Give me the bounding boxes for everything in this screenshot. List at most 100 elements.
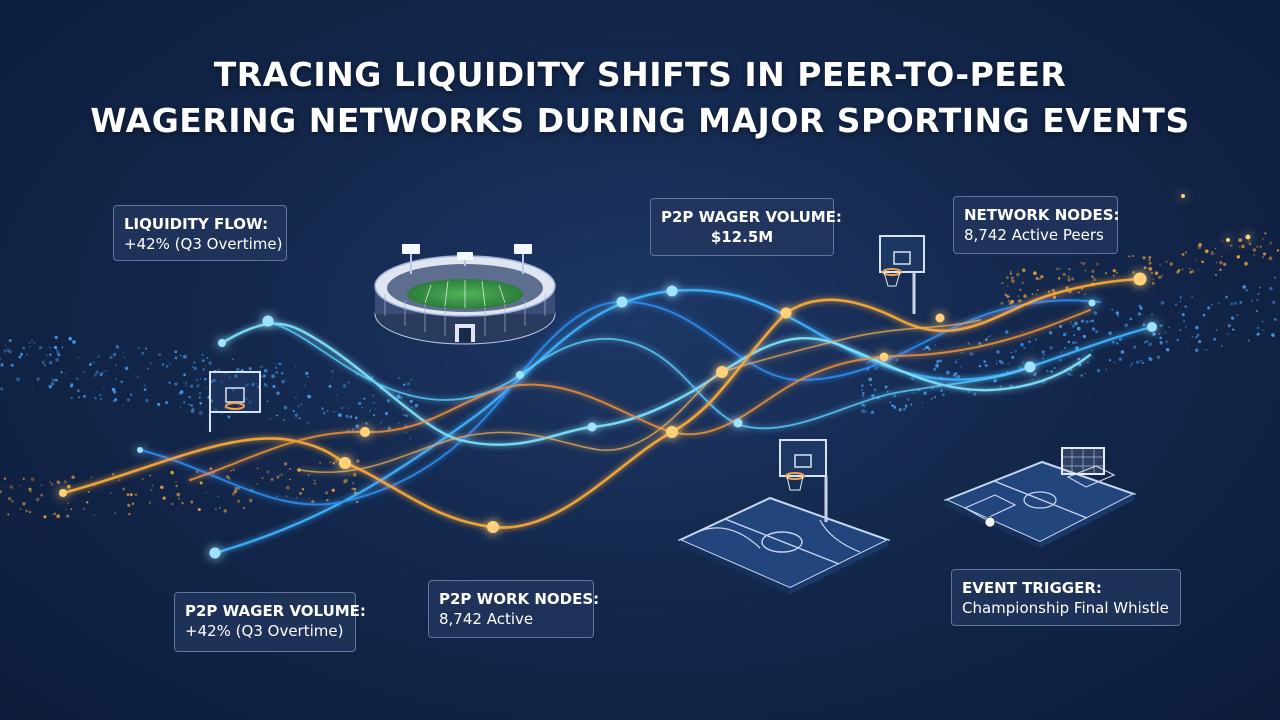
particle-dot (1177, 269, 1181, 272)
particle-dot (227, 415, 231, 419)
particle-dot (1010, 270, 1012, 273)
particle-dot (307, 375, 309, 378)
particle-dot (978, 365, 982, 368)
particle-dot (1143, 266, 1147, 270)
particle-dot (1091, 319, 1094, 323)
particle-dot (1067, 372, 1071, 376)
particle-dot (97, 355, 100, 358)
particle-dot (0, 358, 2, 361)
particle-dot (1248, 242, 1252, 246)
particle-dot (248, 498, 253, 502)
particle-dot (1068, 279, 1071, 282)
particle-dot (365, 422, 368, 425)
particle-dot (1219, 268, 1222, 271)
particle-dot (311, 500, 315, 504)
particle-dot (297, 468, 301, 472)
particle-dot (204, 377, 207, 381)
work-nodes-label: P2P WORK NODES: (439, 590, 600, 608)
particle-dot (126, 398, 130, 402)
particle-dot (1215, 261, 1218, 264)
particle-dot (1213, 253, 1215, 255)
particle-dot (46, 354, 49, 357)
particle-dot (932, 367, 937, 372)
particle-dot (183, 401, 186, 404)
particle-dot (1181, 252, 1185, 256)
particle-dot (1270, 241, 1272, 244)
particle-dot (0, 490, 2, 494)
particle-dot (1233, 301, 1237, 305)
liquidity-flow-value: +42% (Q3 Overtime) (124, 235, 283, 253)
basketball-hoop-icon (209, 371, 261, 432)
particle-dot (410, 378, 412, 381)
particle-dot (1111, 308, 1113, 311)
particle-dot (149, 474, 152, 477)
flow-line-cyan-1 (220, 322, 1092, 446)
particle-dot (345, 414, 349, 418)
particle-dot (1159, 264, 1161, 266)
particle-dot (402, 413, 405, 417)
particle-dot (356, 459, 360, 463)
particle-dot (145, 398, 149, 403)
particle-dot (102, 386, 105, 389)
particle-dot (1161, 274, 1164, 277)
particle-dot (1167, 326, 1170, 329)
particle-dot (1262, 238, 1264, 240)
particle-dot (1031, 293, 1034, 296)
particle-dot (895, 358, 899, 362)
particle-dot (198, 392, 202, 395)
particle-dot (898, 407, 902, 412)
wager-volume-bottom-card: P2P WAGER VOLUME: +42% (Q3 Overtime) (174, 592, 366, 652)
particle-dot (1133, 345, 1137, 349)
particle-dot (190, 409, 195, 413)
particle-dot (141, 477, 144, 481)
particle-dot (1154, 271, 1159, 276)
particle-dot (63, 480, 67, 484)
particle-dot (245, 385, 247, 387)
particle-dot (1140, 359, 1142, 362)
particle-dot (111, 472, 115, 476)
particle-dot (1259, 245, 1262, 248)
particle-dot (129, 493, 133, 497)
particle-dot (1152, 332, 1156, 336)
particle-dot (280, 371, 284, 375)
particle-dot (278, 362, 281, 365)
particle-dot (231, 358, 234, 361)
particle-dot (123, 404, 125, 406)
particle-dot (19, 508, 22, 510)
particle-dot (40, 493, 43, 497)
particle-dot (77, 389, 80, 392)
particle-dot (1255, 309, 1259, 313)
particle-dot (55, 349, 59, 352)
particle-dot (54, 335, 58, 340)
particle-dot (10, 499, 14, 503)
particle-dot (1194, 348, 1199, 352)
particle-dot (1043, 354, 1045, 356)
particle-dot (1070, 374, 1073, 376)
particle-dot (1159, 340, 1163, 345)
particle-dot (396, 396, 400, 400)
particle-dot (1185, 251, 1187, 254)
particle-dot (1230, 316, 1235, 320)
particle-dot (1077, 291, 1080, 294)
particle-dot (226, 474, 230, 479)
particle-dot (1001, 282, 1004, 284)
particle-dot (1252, 248, 1257, 252)
particle-dot (1014, 350, 1017, 353)
particle-dot (1274, 276, 1276, 279)
particle-dot (1165, 347, 1170, 352)
particle-dot (349, 474, 351, 476)
particle-dot (191, 366, 194, 368)
particle-dot (31, 386, 34, 388)
particle-dot (1058, 268, 1061, 270)
event-trigger-card: EVENT TRIGGER: Championship Final Whistl… (951, 569, 1181, 626)
node-orange (59, 489, 67, 497)
particle-dot (1009, 272, 1013, 275)
particle-dot (1, 485, 4, 487)
particle-dot (319, 461, 322, 464)
particle-dot (1191, 295, 1194, 298)
particle-dot (1131, 362, 1134, 365)
particle-dot (300, 403, 303, 406)
particle-dot (369, 381, 371, 383)
particle-dot (53, 345, 58, 350)
particle-dot (179, 390, 184, 394)
